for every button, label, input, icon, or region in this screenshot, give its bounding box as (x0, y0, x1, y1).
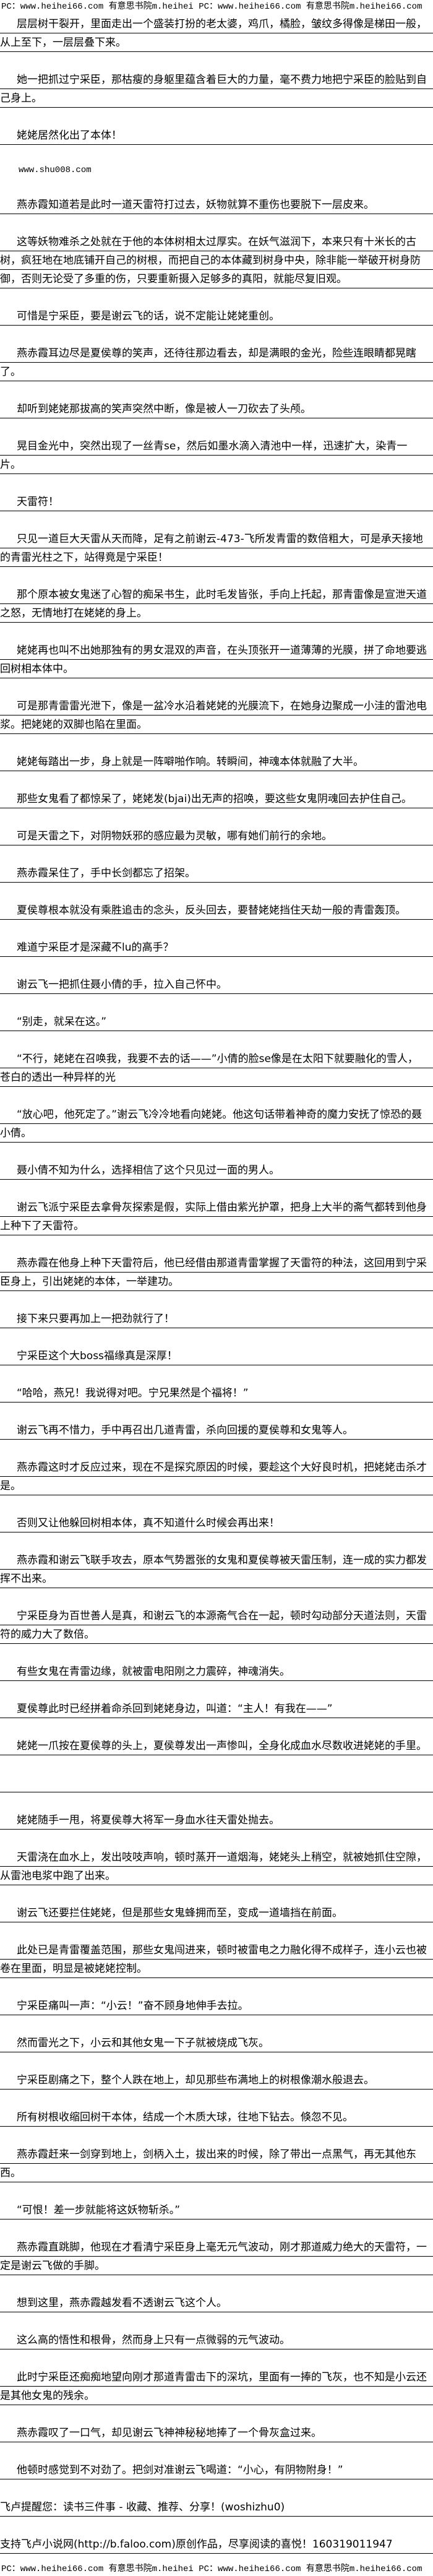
paragraph: 此处已是青雷覆盖范围，那些女鬼闯进来，顿时被雷电之力融化得不成样子，连小云也被卷… (0, 1941, 433, 1978)
paragraph: 飞卢提醒您：读书三件事 - 收藏、推荐、分享！(woshizhu0) (0, 2498, 433, 2517)
paragraph: 燕赤霞这时才反应过来，现在不是探究原因的时候，要趁这个大好良时机，把姥姥击杀才是… (0, 1458, 433, 1495)
paragraph: 层层树干裂开，里面走出一个盛装打扮的老太婆，鸡爪，橘脸，皱纹多得像是梯田一般，从… (0, 15, 433, 52)
paragraph: 燕赤霞在他身上种下天雷符后，他已经借由那道青雷掌握了天雷符的种法，这回用到宁采臣… (0, 1254, 433, 1291)
paragraph: 姥姥每踏出一步，身上就是一阵噼啪作响。转瞬间，神魂本体就融了大半。 (0, 753, 433, 771)
paragraph: 宁采臣剧痛之下，整个人跌在地上，却见那些布满地上的树根像潮水般退去。 (0, 2071, 433, 2090)
empty-paragraph (0, 1774, 433, 1792)
paragraph: 谢云飞再不惜力，手中再召出几道青雷，杀向回援的夏侯尊和女鬼等人。 (0, 1421, 433, 1440)
paragraph: 可惜是宁采臣，要是谢云飞的话，说不定能让姥姥重创。 (0, 307, 433, 326)
paragraph: 他顿时感觉到不对劲了。把剑对准谢云飞喝道：“小心，有阴物附身！” (0, 2461, 433, 2479)
paragraph: 此时宁采臣还痴痴地望向刚才那道青雷击下的深坑，里面有一捧的飞灰，也不知是小云还是… (0, 2368, 433, 2405)
paragraph: 可是天雷之下，对阴物妖邪的感应最为灵敏，哪有她们前行的余地。 (0, 827, 433, 845)
paragraph: 燕赤霞和谢云飞联手攻去，原本气势嚣张的女鬼和夏侯尊被天雷压制，连一成的实力都发挥… (0, 1551, 433, 1588)
paragraph: “放心吧，他死定了。”谢云飞冷冷地看向姥姥。他这句话带着神奇的魔力安抚了惊恐的聂… (0, 1105, 433, 1143)
paragraph: 谢云飞一把抓住聂小倩的手，拉入自己怀中。 (0, 975, 433, 994)
paragraph: 可是那青雷雷光泄下，像是一盆冷水沿着姥姥的光膜流下，在她身边聚成一小洼的雷池电浆… (0, 697, 433, 734)
paragraph: 晃目金光中，突然出现了一丝青se，然后如墨水滴入清池中一样，迅速扩大，染青一片。 (0, 437, 433, 474)
paragraph: 夏侯尊根本就没有乘胜追击的念头，反头回去，要替姥姥挡住天劫一般的青雷轰顶。 (0, 901, 433, 920)
paragraph: 聂小倩不知为什么，选择相信了这个只见过一面的男人。 (0, 1161, 433, 1180)
site-watermark-header: PC：www.heihei66.com 有意思书院m.heihei PC：www… (1, 2, 422, 12)
paragraph: “可恨！差一步就能将这妖物斩杀。” (0, 2201, 433, 2219)
paragraph: 姥姥再也叫不出她那独有的男女混双的声音，在头顶张开一道薄薄的光膜，拼了命地要逃回… (0, 641, 433, 678)
paragraph: 宁采臣身为百世善人是真，和谢云飞的本源斋气合在一起，顿时勾动部分天道法则，天雷符… (0, 1607, 433, 1644)
paragraph: 然而雷光之下，小云和其他女鬼一下子就被烧成飞灰。 (0, 2034, 433, 2052)
paragraph: 姥姥随手一甩，将夏侯尊大将军一身血水往天雷处抛去。 (0, 1811, 433, 1830)
paragraph: 姥姥一爪按在夏侯尊的头上，夏侯尊发出一声惨叫，全身化成血水尽数收进姥姥的手里。 (0, 1737, 433, 1755)
paragraph: 那些女鬼看了都惊呆了，姥姥发(bjai)出无声的招唤，要这些女鬼阴魂回去护住自己… (0, 790, 433, 808)
paragraph: 燕赤霞赶来一剑穿到地上，剑柄入土，拔出来的时候，除了带出一点黑气，再无其他东西。 (0, 2145, 433, 2182)
paragraph: 接下来只要再加上一把劲就行了！ (0, 1310, 433, 1328)
paragraph: 姥姥居然化出了本体！ (0, 126, 433, 145)
chapter-body: 层层树干裂开，里面走出一个盛装打扮的老太婆，鸡爪，橘脸，皱纹多得像是梯田一般，从… (0, 14, 433, 2554)
paragraph: 谢云飞派宁采臣去拿骨灰探索是假，实际上借由紫光护罩，把身上大半的斋气都转到他身上… (0, 1198, 433, 1235)
paragraph: “哈哈，燕兄！我说得对吧。宁兄果然是个福将！” (0, 1384, 433, 1403)
paragraph: 有些女鬼在青雷边缘，就被雷电阳刚之力震碎，神魂消失。 (0, 1662, 433, 1681)
paragraph: 这么高的悟性和根骨，然而身上只有一点微弱的元气波动。 (0, 2331, 433, 2349)
paragraph: 想到这里，燕赤霞越发看不透谢云飞这个人。 (0, 2294, 433, 2312)
paragraph: 燕赤霞耳边尽是夏侯尊的笑声，还待往那边看去，却是满眼的金光，险些连眼睛都晃瞎了。 (0, 344, 433, 381)
paragraph: 那个原本被女鬼迷了心智的痴呆书生，此时毛发皆张，手向上托起，那青雷像是宣泄天道之… (0, 586, 433, 623)
paragraph: 燕赤霞直跳脚，他现在才看清宁采臣身上毫无元气波动，刚才那道威力绝大的天雷符，一定… (0, 2238, 433, 2275)
paragraph: 这等妖物难杀之处就在于他的本体树相太过厚实。在妖气滋润下，本来只有十米长的古树，… (0, 233, 433, 288)
paragraph: 她一把抓过宁采臣，那枯瘦的身躯里蕴含着巨大的力量，毫不费力地把宁采臣的脸贴到自己… (0, 71, 433, 108)
paragraph: 宁采臣痛叫一声：“小云！”奋不顾身地伸手去拉。 (0, 1997, 433, 2015)
source-link-text: www.shu008.com (19, 165, 92, 175)
paragraph: 只见一道巨大天雷从天而降，足有之前谢云-473-飞所发青雷的数倍粗大，可是承天接… (0, 530, 433, 567)
paragraph: “别走，就呆在这。” (0, 1013, 433, 1031)
paragraph: 却听到姥姥那拔高的笑声突然中断，像是被人一刀砍去了头颅。 (0, 400, 433, 418)
paragraph: 夏侯尊此时已经拼着命杀回到姥姥身边，叫道：“主人！有我在——” (0, 1700, 433, 1718)
paragraph: 支持飞卢小说网(http://b.faloo.com)原创作品，尽享阅读的喜悦！… (0, 2535, 433, 2554)
site-watermark-footer: PC：www.heihei66.com 有意思书院m.heihei PC：www… (1, 2564, 422, 2574)
paragraph: 燕赤霞知道若是此时一道天雷符打过去，妖物就算不重伤也要脱下一层皮来。 (0, 196, 433, 214)
paragraph: 难道宁采臣才是深藏不lu的高手？ (0, 938, 433, 957)
paragraph: 宁采臣这个大boss福缘真是深厚！ (0, 1347, 433, 1365)
paragraph: 谢云飞还要拦住姥姥，但是那些女鬼蜂拥而至，变成一道墙挡在前面。 (0, 1904, 433, 1922)
paragraph: 所有树根收缩回树干本体，结成一个木质大球，往地下钻去。倏忽不见。 (0, 2108, 433, 2127)
paragraph: 天雷符！ (0, 493, 433, 511)
paragraph: 否则又让他躲回树相本体，真不知道什么时候会再出来！ (0, 1514, 433, 1532)
paragraph: 燕赤霞呆住了，手中长剑都忘了招架。 (0, 864, 433, 883)
paragraph: “不行，姥姥在召唤我，我要不去的话——”小倩的脸se像是在太阳下就要融化的雪人，… (0, 1050, 433, 1087)
paragraph: 天雷浇在血水上，发出吱吱声响，顿时蒸开一道烟海，姥姥头上稍空，就被她抓住空隙，从… (0, 1848, 433, 1885)
paragraph: 燕赤霞叹了一口气，却见谢云飞神神秘秘地捧了一个骨灰盒过来。 (0, 2424, 433, 2442)
